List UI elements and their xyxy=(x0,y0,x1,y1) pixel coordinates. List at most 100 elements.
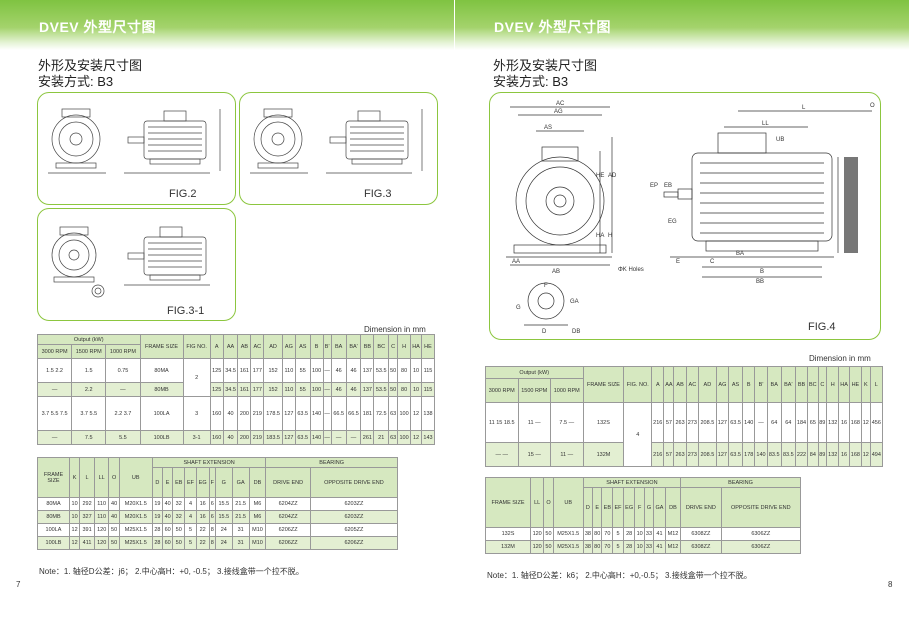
spec-table-shaft: FRAME SIZE K L LL O UB SHAFT EXTENSION B… xyxy=(37,457,399,550)
label-ag: AG xyxy=(554,109,563,115)
table-cell: — xyxy=(754,402,768,443)
header-rpm: 1000 RPM xyxy=(105,344,141,359)
table-cell: 33 xyxy=(643,540,655,554)
col-header: EG xyxy=(195,467,210,498)
table-cell: 22 xyxy=(195,523,210,537)
col-header: AA xyxy=(663,366,675,403)
col-header: EF xyxy=(184,467,197,498)
col-header: GA xyxy=(231,467,250,498)
table-cell: 65 xyxy=(807,402,819,443)
table-cell: 273 xyxy=(685,402,699,443)
table-cell: 5 xyxy=(184,523,197,537)
table-cell: 63.5 xyxy=(728,402,744,443)
table-cell: 161 xyxy=(237,382,252,397)
header-bar: DVEV 外型尺寸图 xyxy=(455,0,909,50)
fig3-label: FIG.3 xyxy=(364,188,392,200)
table-cell: — xyxy=(322,382,332,397)
table-cell: 7.5 — xyxy=(550,402,584,443)
col-header: B xyxy=(742,366,756,403)
table-cell: 6308ZZ xyxy=(680,527,722,541)
table-cell: 11 — xyxy=(517,402,551,443)
header-rpm: 1000 RPM xyxy=(550,378,584,403)
table-cell: M6 xyxy=(248,497,267,511)
fig4-label: FIG.4 xyxy=(808,321,836,333)
table-cell: 127 xyxy=(281,396,296,431)
table-cell: 181 xyxy=(360,396,375,431)
col-header: DB xyxy=(664,487,682,528)
col-header: E xyxy=(592,487,603,528)
table-cell: 12 xyxy=(68,536,81,550)
table-cell: — xyxy=(322,396,332,431)
table-cell: 66.5 xyxy=(330,396,347,431)
col-header: LL xyxy=(93,457,110,498)
table-cell: 100LB xyxy=(139,430,184,445)
table-cell: 6205ZZ xyxy=(309,523,399,537)
table-cell: 216 xyxy=(651,402,665,443)
table-cell: 80 xyxy=(592,527,603,541)
table-cell: 10 xyxy=(410,358,422,383)
table-cell: 80 xyxy=(397,382,412,397)
table-cell: 12 xyxy=(68,523,81,537)
subtitle-mounting: 安装方式: B3 xyxy=(493,74,569,89)
label-db: DB xyxy=(572,329,580,333)
dimension-note: Dimension in mm xyxy=(809,354,871,363)
table-cell: 261 xyxy=(360,430,375,445)
table-cell: — — xyxy=(485,442,519,467)
table-cell: 100 xyxy=(309,382,324,397)
subtitle-drawing: 外形及安装尺寸图 xyxy=(493,58,598,73)
table-cell: 40 xyxy=(222,396,239,431)
header-opposite-end: OPPOSITE DRIVE END xyxy=(309,467,399,498)
table-cell: 3 xyxy=(182,396,211,431)
table-cell: 63 xyxy=(388,396,399,431)
col-header: BC xyxy=(373,334,390,359)
label-eb: EB xyxy=(664,183,672,189)
col-header: BC xyxy=(807,366,819,403)
page-title: DVEV 外型尺寸图 xyxy=(494,19,612,35)
table-cell: 115 xyxy=(420,358,436,383)
table-cell: M25X1.5 xyxy=(552,527,584,541)
table-cell: 11 15 18.5 xyxy=(485,402,519,443)
table-cell: 456 xyxy=(869,402,884,443)
label-g: G xyxy=(516,305,521,311)
col-header: AG xyxy=(715,366,730,403)
table-cell: 83.5 xyxy=(766,442,782,467)
header-rpm: 3000 RPM xyxy=(485,378,519,403)
col-header: HE xyxy=(420,334,436,359)
table-cell: 152 xyxy=(263,382,283,397)
table-cell: 140 xyxy=(309,430,324,445)
fig2-label: FIG.2 xyxy=(169,188,197,200)
col-header: L xyxy=(79,457,95,498)
table-cell: 24 xyxy=(214,536,233,550)
fig2-box: FIG.2 xyxy=(37,92,236,205)
header-opposite-end: OPPOSITE DRIVE END xyxy=(720,487,802,528)
subtitle-drawing: 外形及安装尺寸图 xyxy=(38,58,143,73)
table-cell: 70 xyxy=(601,527,614,541)
table-cell: 292 xyxy=(79,497,95,511)
col-header: BA xyxy=(330,334,347,359)
table-cell: 33 xyxy=(643,527,655,541)
table-cell: 15.5 xyxy=(214,510,233,524)
table-cell: 168 xyxy=(848,402,863,443)
table-cell: 222 xyxy=(794,442,809,467)
col-header: B' xyxy=(322,334,332,359)
page-number: 7 xyxy=(16,580,21,589)
table-cell: 6306ZZ xyxy=(720,527,802,541)
table-cell: 50 xyxy=(388,382,399,397)
table-cell: 3.7 5.5 xyxy=(71,396,107,431)
table-cell: 216 xyxy=(651,442,665,467)
table-cell: 21.5 xyxy=(231,510,250,524)
col-header: BA' xyxy=(780,366,796,403)
col-header: AS xyxy=(294,334,311,359)
table-cell: 50 xyxy=(543,527,554,541)
spec-table-main: Output (kW) FRAME SIZE FIG NO. A AA AB A… xyxy=(36,334,436,445)
table-cell: 110 xyxy=(281,358,296,383)
table-cell: 110 xyxy=(281,382,296,397)
col-header: BB xyxy=(794,366,809,403)
table-cell: 120 xyxy=(529,540,545,554)
label-ac: AC xyxy=(556,101,565,107)
table-cell: 89 xyxy=(817,442,828,467)
